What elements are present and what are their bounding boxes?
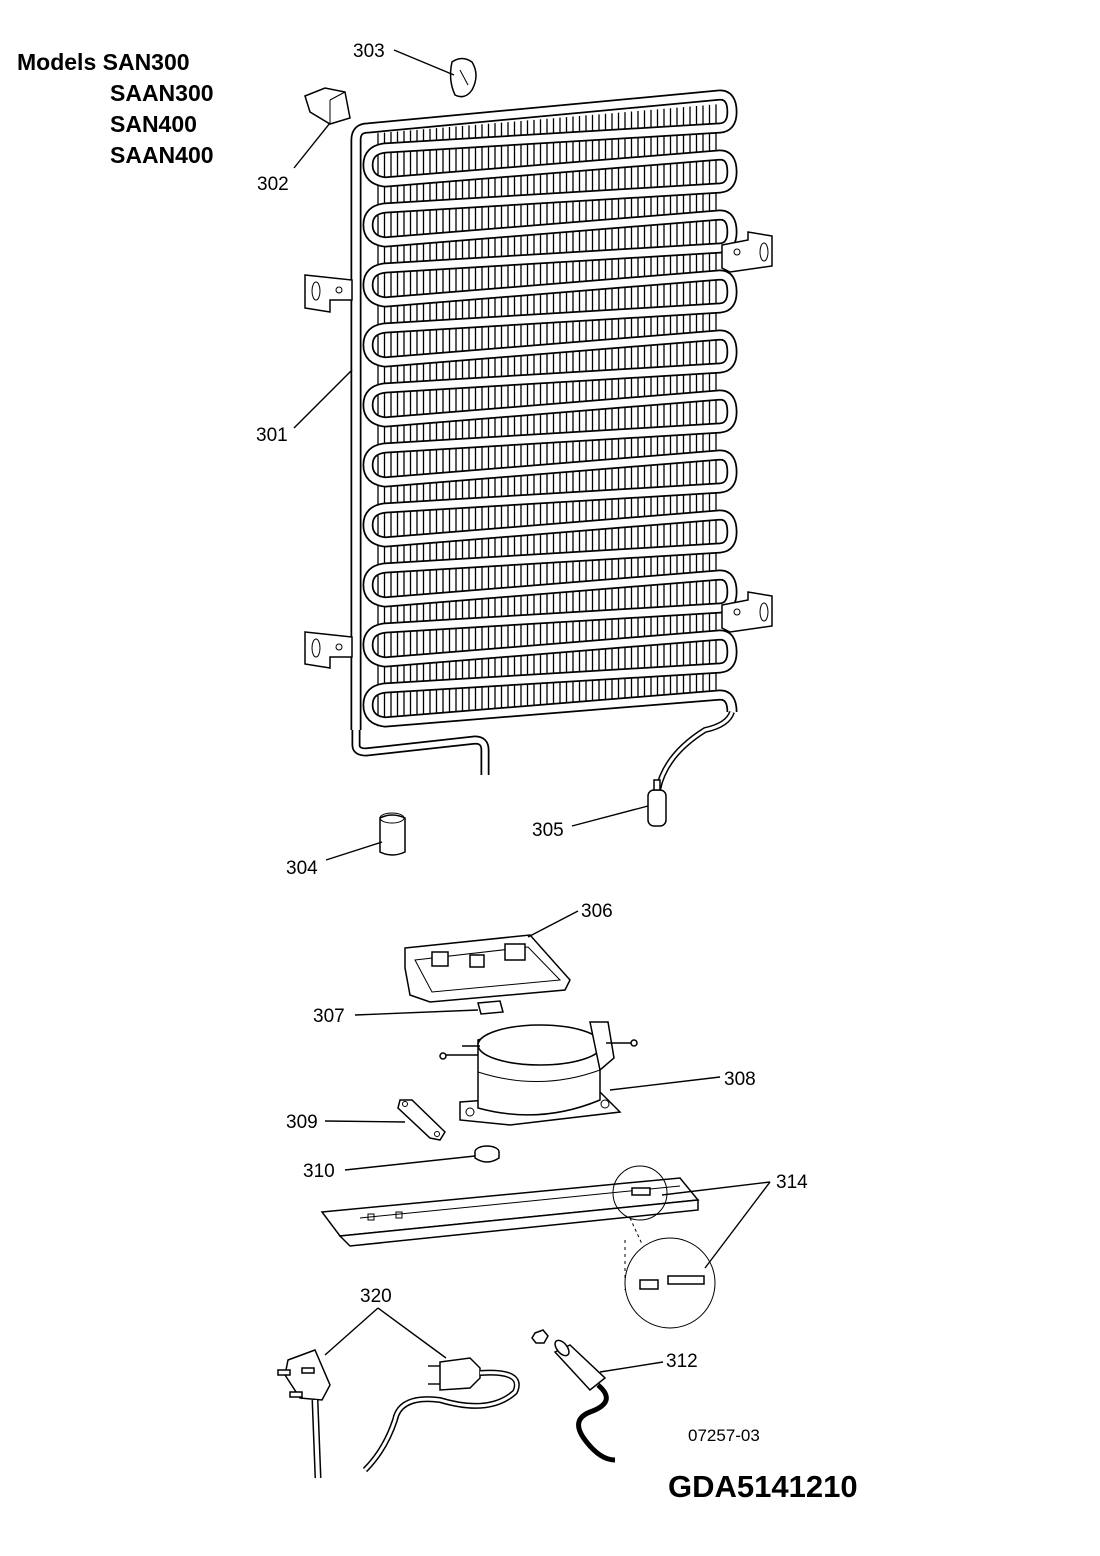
models-line-2: SAAN300	[110, 80, 214, 106]
part-306-terminal-cover	[404, 934, 571, 1003]
callout-303: 303	[353, 41, 385, 62]
part-320-uk-plug	[277, 1349, 331, 1479]
callout-302: 302	[257, 174, 289, 195]
callout-309: 309	[286, 1112, 318, 1133]
part-304-sleeve	[379, 812, 406, 856]
callout-312: 312	[666, 1351, 698, 1372]
models-line-1: Models SAN300	[17, 49, 190, 75]
callout-320: 320	[360, 1286, 392, 1307]
part-305-drier	[647, 779, 667, 827]
part-307-pad	[477, 1000, 504, 1015]
models-list: Models SAN300 SAAN300 SAN400 SAAN400	[17, 47, 214, 171]
bracket-right-lower	[721, 591, 773, 633]
part-309-strap	[397, 1099, 446, 1141]
part-303-grommet	[449, 57, 477, 98]
callout-labels: 303 302 301 304 305 306 307 308 309 310 …	[256, 41, 858, 1504]
bracket-left-upper	[304, 274, 353, 313]
document-code: GDA5141210	[668, 1469, 858, 1504]
callout-304: 304	[286, 858, 318, 879]
bracket-right-upper	[721, 231, 773, 273]
models-line-3: SAN400	[110, 111, 197, 137]
base-rail	[320, 1177, 700, 1247]
part-308-compressor	[439, 1021, 638, 1126]
part-320-euro-plug	[362, 1357, 520, 1473]
bracket-left-lower	[304, 631, 353, 669]
callout-306: 306	[581, 901, 613, 922]
callout-308: 308	[724, 1069, 756, 1090]
callout-314: 314	[776, 1172, 808, 1193]
leader-lines	[293, 49, 771, 1373]
callout-307: 307	[313, 1006, 345, 1027]
callout-301: 301	[256, 425, 288, 446]
drawing-code: 07257-03	[688, 1426, 760, 1445]
part-310-grommet	[474, 1145, 500, 1163]
condenser-301	[304, 89, 773, 791]
callout-310: 310	[303, 1161, 335, 1182]
part-302-clip	[304, 87, 351, 125]
callout-305: 305	[532, 820, 564, 841]
part-314-detail	[612, 1165, 716, 1329]
part-312-capacitor	[531, 1329, 616, 1463]
models-line-4: SAAN400	[110, 142, 214, 168]
